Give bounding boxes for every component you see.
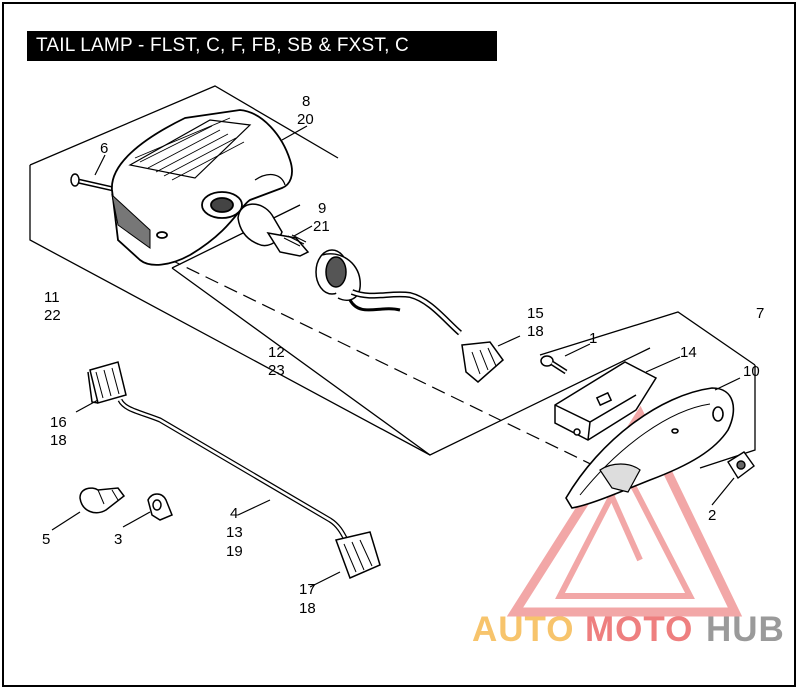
callout-19: 19 [226, 543, 243, 560]
outline-7-right [699, 365, 756, 469]
callout-3: 3 [114, 531, 122, 548]
outline-11-top [29, 85, 339, 166]
callout-4: 4 [230, 505, 238, 522]
callout-1: 1 [589, 330, 597, 347]
callout-5: 5 [42, 531, 50, 548]
callout-18-a: 18 [527, 323, 544, 340]
callout-15: 15 [527, 305, 544, 322]
callout-8: 8 [302, 93, 310, 110]
watermark-moto: MOTO [585, 610, 693, 649]
outline-12-top [171, 204, 301, 269]
screw-1 [540, 355, 568, 375]
lamp-housing-8 [111, 109, 293, 266]
assembly-outlines [29, 85, 756, 469]
callout-23: 23 [268, 362, 285, 379]
callout-11: 11 [44, 289, 60, 306]
callout-16: 16 [50, 414, 67, 431]
callout-20: 20 [297, 111, 314, 128]
bulb-9 [237, 203, 310, 257]
callout-17: 17 [299, 581, 316, 598]
callout-18-b: 18 [50, 432, 67, 449]
watermark-logo: AUTO MOTO HUB [472, 610, 785, 649]
clip-3 [147, 493, 173, 521]
callout-18-c: 18 [299, 600, 316, 617]
watermark-hub: HUB [706, 610, 785, 649]
connector-17 [335, 531, 381, 580]
outline-11-left [29, 165, 431, 456]
callout-13: 13 [226, 524, 243, 541]
outline-7-top [539, 311, 756, 366]
callout-2: 2 [708, 507, 716, 524]
dashed-axis-line [129, 239, 641, 489]
callout-21: 21 [313, 218, 330, 235]
socket-harness-15 [315, 249, 505, 383]
callout-14: 14 [680, 344, 697, 361]
callout-9: 9 [318, 200, 326, 217]
wire-harness-4 [117, 398, 349, 542]
outline-12-bottom [171, 267, 651, 456]
callout-7: 7 [756, 305, 764, 322]
callout-12: 12 [268, 344, 285, 361]
callout-10: 10 [743, 363, 760, 380]
watermark-auto: AUTO [472, 610, 575, 649]
nut-2 [727, 451, 755, 480]
callout-22: 22 [44, 307, 61, 324]
clip-5 [79, 487, 126, 514]
connector-16 [87, 361, 127, 404]
lens-10 [565, 387, 735, 509]
leader-lines [51, 125, 741, 588]
callout-labels: 6 8 20 9 21 11 22 12 23 15 18 1 14 7 10 … [42, 93, 764, 617]
bracket-14 [554, 361, 658, 441]
diagram-title: TAIL LAMP - FLST, C, F, FB, SB & FXST, C [27, 31, 497, 61]
callout-6: 6 [100, 140, 108, 157]
